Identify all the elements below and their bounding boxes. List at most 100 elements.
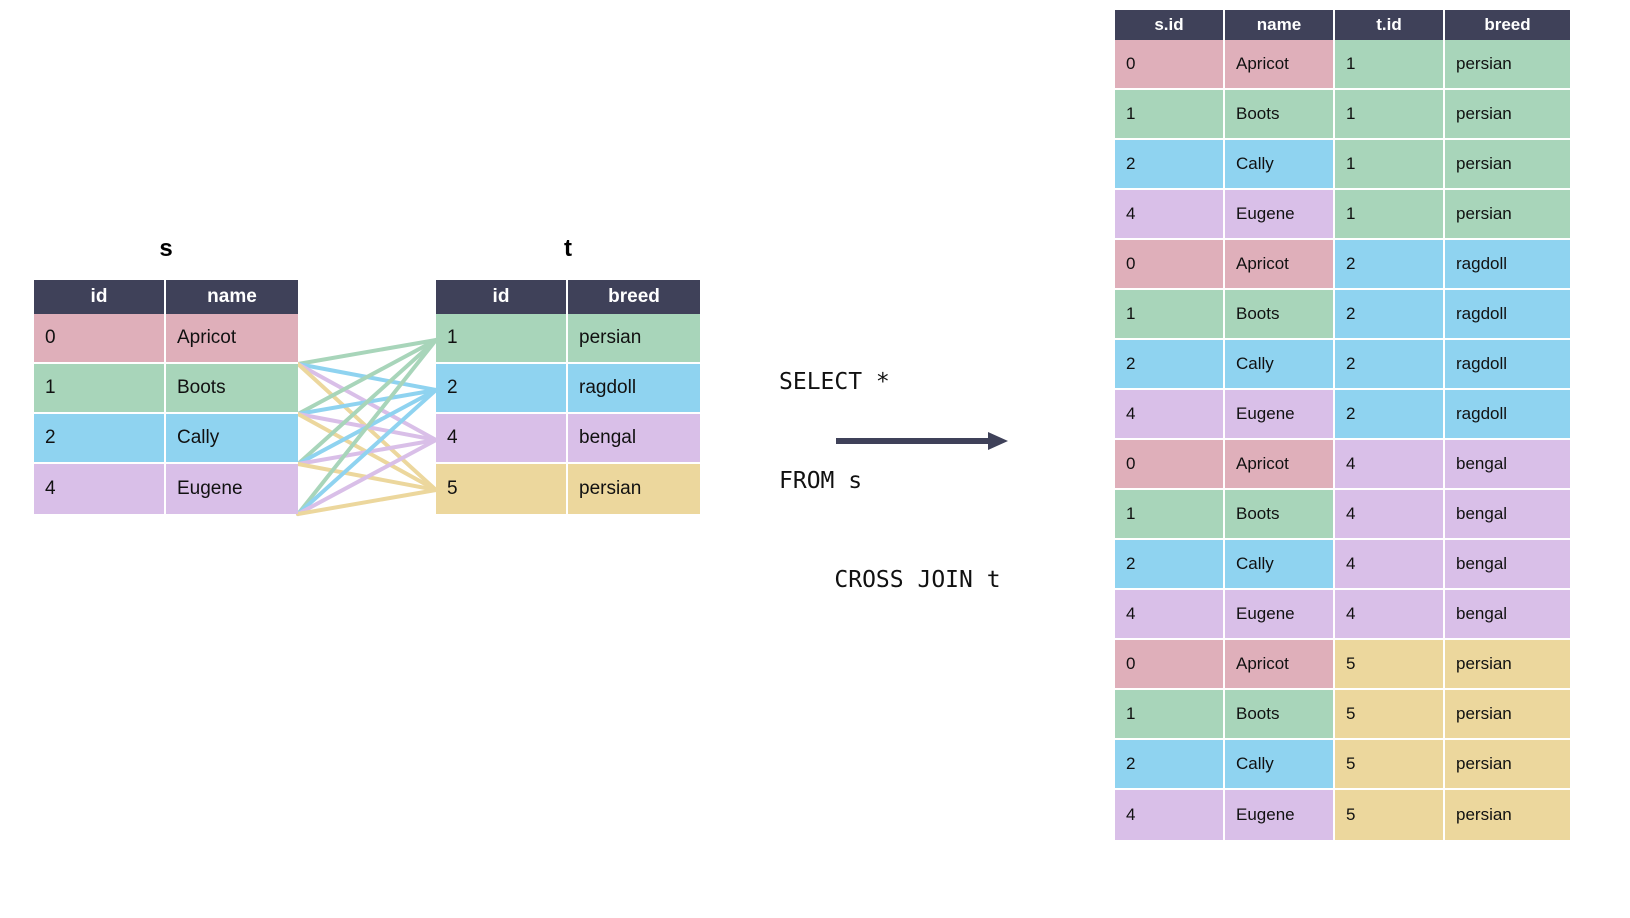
result-cell-s-id: 0 bbox=[1115, 640, 1225, 690]
table-t-col-id: id bbox=[436, 280, 568, 314]
join-line bbox=[296, 362, 438, 492]
result-cell-s-id: 4 bbox=[1115, 390, 1225, 440]
result-cell-t-id: 5 bbox=[1335, 740, 1445, 790]
table-s-header-row: id name bbox=[34, 280, 298, 314]
result-cell-breed: persian bbox=[1445, 40, 1570, 90]
result-cell-breed: ragdoll bbox=[1445, 390, 1570, 440]
result-cell-t-id: 1 bbox=[1335, 140, 1445, 190]
result-cell-s-id: 2 bbox=[1115, 740, 1225, 790]
result-cell-t-id: 1 bbox=[1335, 190, 1445, 240]
join-line bbox=[296, 338, 438, 416]
result-cell-breed: bengal bbox=[1445, 590, 1570, 640]
join-line bbox=[296, 362, 438, 392]
table-t-cell-breed: persian bbox=[568, 314, 700, 364]
table-s-col-id: id bbox=[34, 280, 166, 314]
table-s-cell-name: Apricot bbox=[166, 314, 298, 364]
result-col-t-id: t.id bbox=[1335, 10, 1445, 40]
join-line bbox=[296, 338, 438, 366]
join-line bbox=[296, 388, 438, 466]
join-line bbox=[296, 438, 438, 516]
result-cell-t-id: 1 bbox=[1335, 40, 1445, 90]
table-t-cell-id: 1 bbox=[436, 314, 568, 364]
result-col-s-id: s.id bbox=[1115, 10, 1225, 40]
join-line bbox=[296, 438, 438, 466]
result-cell-name: Apricot bbox=[1225, 440, 1335, 490]
result-cell-s-id: 1 bbox=[1115, 90, 1225, 140]
result-cell-breed: persian bbox=[1445, 740, 1570, 790]
table-t-caption: t bbox=[564, 235, 572, 262]
table-t-cell-breed: ragdoll bbox=[568, 364, 700, 414]
result-cell-s-id: 2 bbox=[1115, 140, 1225, 190]
result-col-name: name bbox=[1225, 10, 1335, 40]
join-line bbox=[296, 462, 438, 492]
result-cell-breed: ragdoll bbox=[1445, 340, 1570, 390]
result-cell-t-id: 5 bbox=[1335, 690, 1445, 740]
result-cell-breed: persian bbox=[1445, 90, 1570, 140]
result-cell-name: Eugene bbox=[1225, 390, 1335, 440]
result-cell-name: Cally bbox=[1225, 140, 1335, 190]
result-cell-name: Eugene bbox=[1225, 190, 1335, 240]
result-cell-s-id: 4 bbox=[1115, 790, 1225, 840]
result-cell-s-id: 1 bbox=[1115, 290, 1225, 340]
table-s-cell-name: Boots bbox=[166, 364, 298, 414]
result-cell-t-id: 4 bbox=[1335, 590, 1445, 640]
table-s-cell-id: 1 bbox=[34, 364, 166, 414]
result-cell-t-id: 4 bbox=[1335, 440, 1445, 490]
table-s-cell-id: 2 bbox=[34, 414, 166, 464]
result-cell-s-id: 0 bbox=[1115, 240, 1225, 290]
result-cell-breed: bengal bbox=[1445, 440, 1570, 490]
result-cell-t-id: 5 bbox=[1335, 790, 1445, 840]
result-cell-breed: bengal bbox=[1445, 490, 1570, 540]
result-table-header-row: s.id name t.id breed bbox=[1115, 10, 1570, 40]
result-cell-name: Boots bbox=[1225, 690, 1335, 740]
result-cell-name: Apricot bbox=[1225, 640, 1335, 690]
result-cell-breed: persian bbox=[1445, 190, 1570, 240]
result-cell-s-id: 2 bbox=[1115, 540, 1225, 590]
result-cell-breed: persian bbox=[1445, 690, 1570, 740]
table-t-cell-id: 2 bbox=[436, 364, 568, 414]
result-cell-name: Apricot bbox=[1225, 240, 1335, 290]
result-cell-name: Boots bbox=[1225, 90, 1335, 140]
sql-line-2: FROM s bbox=[779, 468, 863, 494]
result-cell-name: Apricot bbox=[1225, 40, 1335, 90]
table-t-cell-id: 4 bbox=[436, 414, 568, 464]
join-line bbox=[296, 488, 438, 516]
join-line bbox=[296, 338, 438, 516]
result-cell-t-id: 5 bbox=[1335, 640, 1445, 690]
result-arrow-icon bbox=[836, 432, 1008, 450]
result-col-breed: breed bbox=[1445, 10, 1570, 40]
table-s-cell-name: Cally bbox=[166, 414, 298, 464]
result-cell-t-id: 4 bbox=[1335, 490, 1445, 540]
result-cell-t-id: 2 bbox=[1335, 390, 1445, 440]
result-cell-breed: persian bbox=[1445, 640, 1570, 690]
result-cell-s-id: 4 bbox=[1115, 590, 1225, 640]
result-cell-breed: ragdoll bbox=[1445, 240, 1570, 290]
join-line bbox=[296, 412, 438, 492]
table-s-col-name: name bbox=[166, 280, 298, 314]
result-cell-s-id: 0 bbox=[1115, 440, 1225, 490]
result-cell-name: Eugene bbox=[1225, 790, 1335, 840]
table-s-caption: s bbox=[159, 235, 173, 262]
result-cell-t-id: 2 bbox=[1335, 340, 1445, 390]
sql-line-1: SELECT * bbox=[779, 369, 890, 395]
join-line bbox=[296, 362, 438, 442]
